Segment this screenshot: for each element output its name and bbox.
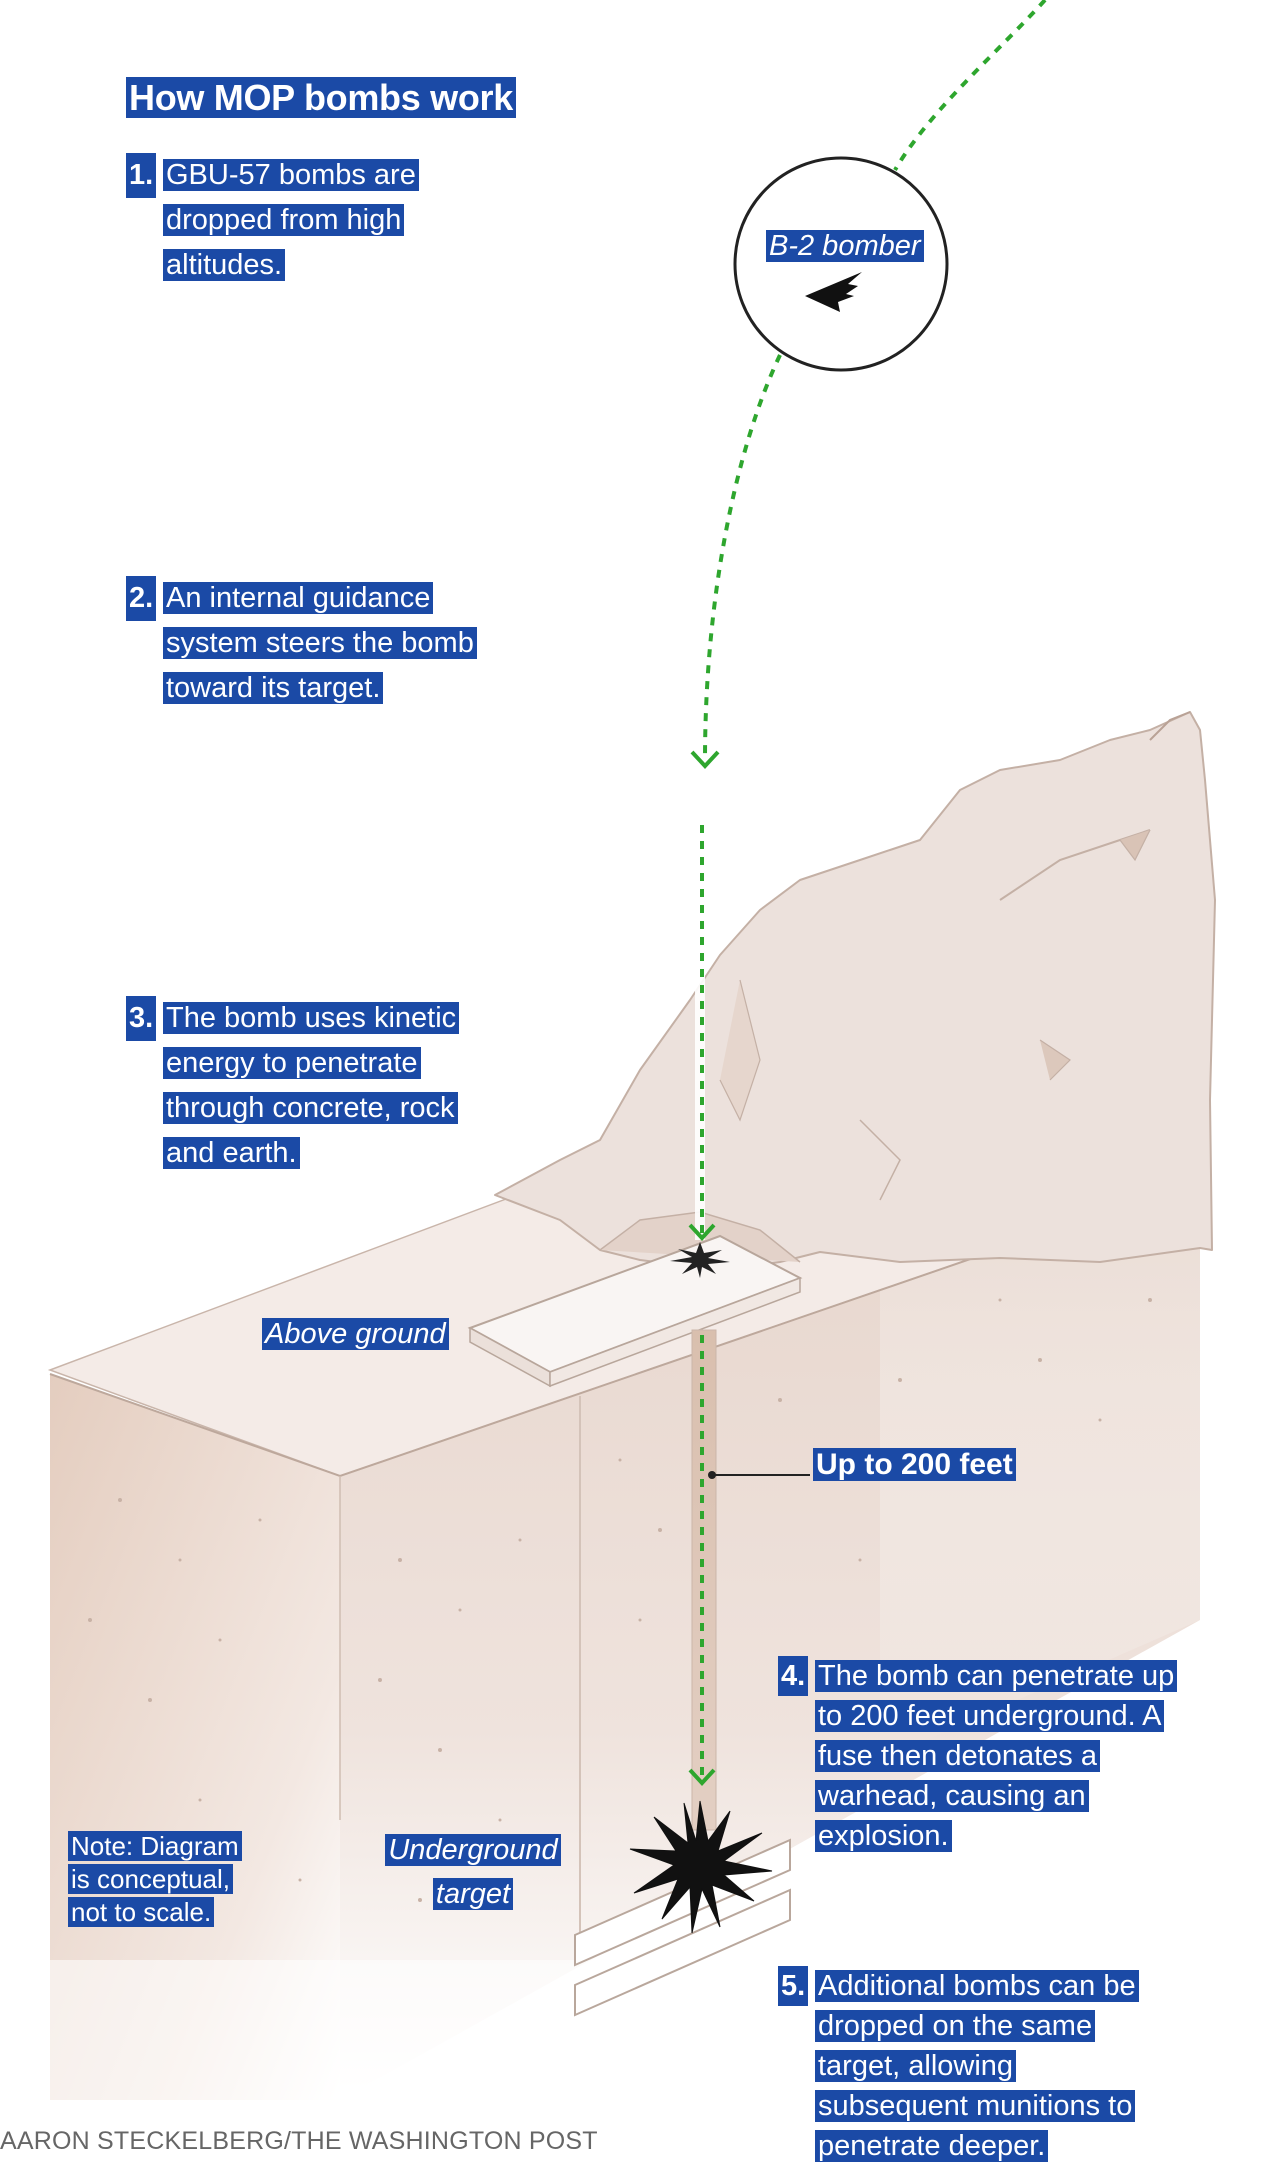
step-number: 3. bbox=[126, 996, 157, 1041]
step-1: 1. GBU-57 bombs are dropped from high al… bbox=[126, 153, 463, 288]
step-number: 5. bbox=[778, 1966, 809, 2006]
soil-texture bbox=[88, 1298, 1152, 1902]
above-ground-label: Above ground bbox=[262, 1312, 449, 1356]
page-title: How MOP bombs work bbox=[126, 74, 516, 122]
bomber-label: B-2 bomber bbox=[766, 224, 924, 268]
depth-leader bbox=[708, 1471, 810, 1479]
explosion-icon bbox=[629, 1800, 773, 1934]
step-text: Additional bombs can be dropped on the s… bbox=[815, 1970, 1139, 2162]
step-3: 3. The bomb uses kinetic energy to penet… bbox=[126, 996, 483, 1176]
step-number: 4. bbox=[778, 1656, 809, 1696]
credit-line: AARON STECKELBERG/THE WASHINGTON POST bbox=[0, 2127, 598, 2155]
mountain bbox=[494, 711, 1216, 1271]
trajectory-arc bbox=[893, 0, 1047, 172]
step-5: 5. Additional bombs can be dropped on th… bbox=[778, 1966, 1145, 2166]
b2-bomber-icon bbox=[805, 272, 862, 312]
explosion-icon bbox=[670, 1242, 730, 1278]
step-text: An internal guidance system steers the b… bbox=[163, 582, 477, 704]
step-text: GBU-57 bombs are dropped from high altit… bbox=[163, 159, 419, 281]
above-ground-structure bbox=[467, 1234, 803, 1388]
step-2: 2. An internal guidance system steers th… bbox=[126, 576, 503, 711]
step-number: 2. bbox=[126, 576, 157, 621]
step-text: The bomb can penetrate up to 200 feet un… bbox=[815, 1660, 1178, 1852]
depth-label: Up to 200 feet bbox=[813, 1443, 1016, 1487]
step-text: The bomb uses kinetic energy to penetrat… bbox=[163, 1002, 460, 1169]
step-4: 4. The bomb can penetrate up to 200 feet… bbox=[778, 1656, 1185, 1856]
step-number: 1. bbox=[126, 153, 157, 198]
underground-target-label: Underground target bbox=[378, 1828, 568, 1916]
diagram-note: Note: Diagram is conceptual, not to scal… bbox=[68, 1830, 248, 1929]
bomber-callout-circle bbox=[733, 156, 949, 372]
